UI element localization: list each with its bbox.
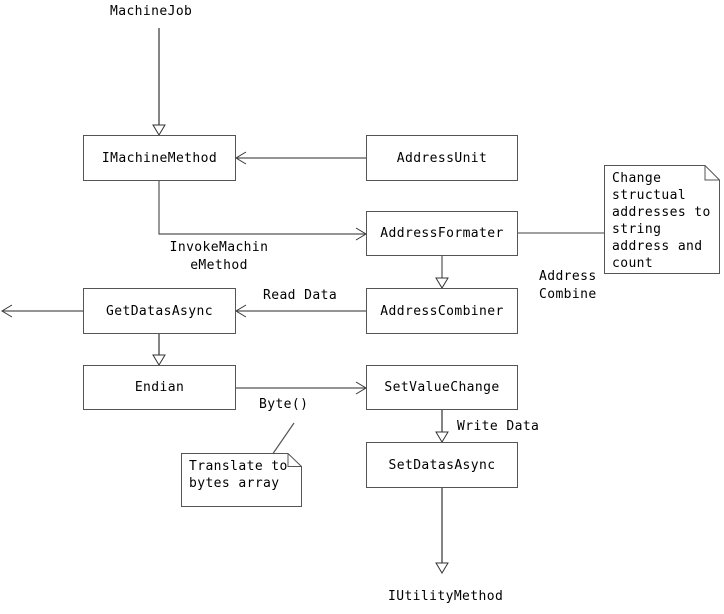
node-getdatasasync[interactable]: GetDatasAsync: [83, 288, 236, 334]
note-shape-icon: [604, 165, 720, 274]
note-translate-bytes[interactable]: Translate to bytes array: [181, 453, 302, 507]
label-byte: Byte(): [259, 397, 309, 412]
node-imachinemethod[interactable]: IMachineMethod: [83, 135, 236, 181]
label-address-combine: Address Combine: [539, 269, 597, 302]
note-shape-icon: [181, 453, 302, 507]
label-write-data: Write Data: [457, 419, 540, 434]
label-read-data: Read Data: [263, 288, 338, 303]
node-endian[interactable]: Endian: [83, 365, 236, 410]
note-address-change[interactable]: Change structual addresses to string add…: [604, 165, 720, 274]
label-iutilitymethod: IUtilityMethod: [388, 589, 504, 604]
label-invokemachinemethod: InvokeMachin eMethod: [169, 240, 269, 273]
label-machinejob: MachineJob: [110, 4, 193, 19]
edge-note-translate-to-byte: [271, 422, 295, 456]
node-addresscombiner[interactable]: AddressCombiner: [366, 288, 518, 334]
note-address-change-text: Change structual addresses to string add…: [612, 171, 711, 271]
note-translate-bytes-text: Translate to bytes array: [189, 459, 288, 491]
node-addressformater[interactable]: AddressFormater: [366, 211, 518, 256]
node-setvaluechange[interactable]: SetValueChange: [366, 365, 518, 410]
node-addressunit[interactable]: AddressUnit: [366, 135, 518, 181]
node-setdatasasync[interactable]: SetDatasAsync: [366, 442, 518, 488]
edge-imachinemethod-to-addressformater: [158, 181, 367, 241]
